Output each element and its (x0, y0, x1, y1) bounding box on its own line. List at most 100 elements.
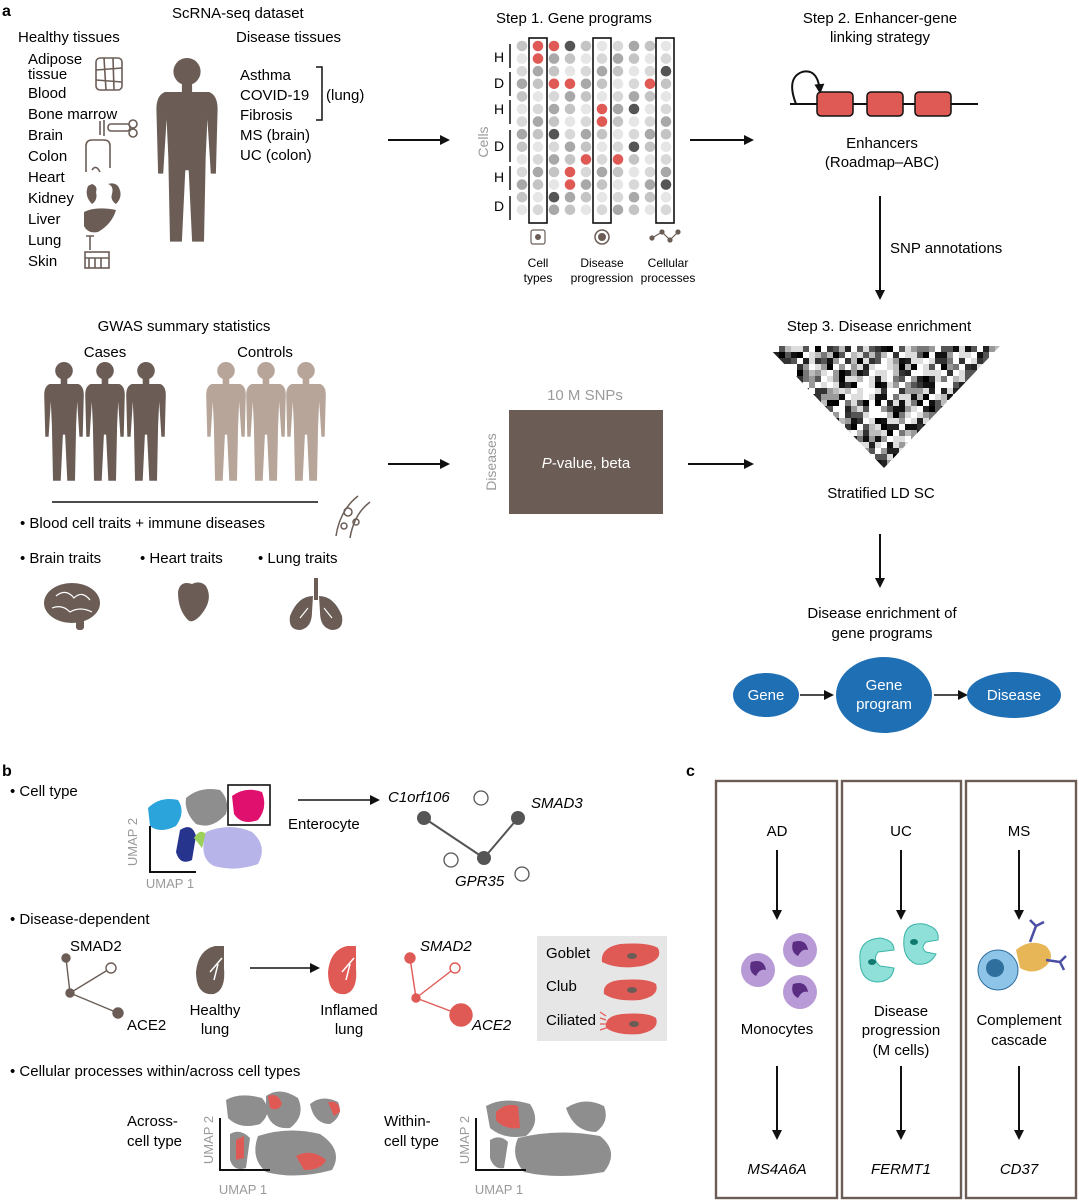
ldsc-label: Stratified LD SC (827, 485, 935, 502)
ld-cell (869, 448, 875, 454)
ld-cell (923, 358, 929, 364)
ld-cell (977, 418, 983, 424)
ld-cell (779, 472, 785, 478)
gene-program-dot (644, 78, 656, 90)
gene-program-dot (660, 103, 672, 115)
ld-cell (797, 406, 803, 412)
gene-program-dot (516, 65, 528, 77)
ld-cell (845, 370, 851, 376)
ld-cell (923, 370, 929, 376)
ld-cell (797, 430, 803, 436)
ld-cell (959, 430, 965, 436)
ld-cell (893, 358, 899, 364)
healthy-tissue: Blood (28, 85, 66, 102)
ld-cell (875, 352, 881, 358)
cell-type-icon (530, 229, 546, 245)
gene-program-dot (612, 154, 624, 165)
ld-cell (977, 478, 983, 484)
ld-cell (767, 460, 773, 466)
ld-cell (791, 418, 797, 424)
gene-program-dot (596, 65, 608, 77)
ld-cell (893, 424, 899, 430)
ld-cell (887, 346, 893, 352)
ld-cell (767, 400, 773, 406)
ld-cell (929, 394, 935, 400)
program-type-label: Disease (580, 256, 624, 270)
ld-cell (821, 454, 827, 460)
ld-cell (959, 478, 965, 484)
gene-program-dot (564, 154, 576, 165)
ld-cell (791, 478, 797, 484)
ld-cell (1001, 388, 1007, 394)
ld-cell (917, 442, 923, 448)
ld-cell (965, 418, 971, 424)
ld-cell (875, 436, 881, 442)
ld-cell (857, 358, 863, 364)
ld-cell (989, 460, 995, 466)
ld-cell (989, 382, 995, 388)
gene-program-dot (644, 103, 656, 115)
gwas-matrix (509, 410, 663, 514)
column-box-ad (714, 779, 839, 1200)
gene-program-dot (580, 141, 592, 153)
ld-cell (971, 460, 977, 466)
program-type-label: Cell (528, 256, 549, 270)
ld-cell (923, 382, 929, 388)
gene-program-dot (628, 191, 640, 203)
ld-cell (857, 370, 863, 376)
ld-cell (977, 484, 983, 490)
colon-icon (85, 139, 111, 173)
ld-cell (995, 448, 1000, 454)
step2-title-line2: linking strategy (830, 29, 931, 46)
ld-cell (791, 472, 797, 478)
ld-cell (989, 478, 995, 484)
ld-cell (779, 460, 785, 466)
ld-cell (995, 454, 1000, 460)
ld-cell (935, 352, 941, 358)
ld-cell (893, 394, 899, 400)
uc-gene: FERMT1 (871, 1161, 931, 1178)
ld-cell (1001, 400, 1007, 406)
ld-cell (773, 400, 779, 406)
ld-cell (923, 352, 929, 358)
umap2-label: UMAP 2 (457, 1116, 472, 1164)
ld-cell (815, 472, 821, 478)
ld-cell (983, 436, 989, 442)
ld-cell (935, 454, 941, 460)
ld-cell (833, 346, 839, 352)
ld-cell (911, 364, 917, 370)
ld-cell (881, 430, 887, 436)
disease-tissue: MS (brain) (240, 127, 310, 144)
ld-cell (947, 466, 953, 468)
ld-cell (983, 358, 989, 364)
ld-cell (929, 388, 935, 394)
ld-cell (989, 472, 995, 478)
ld-cell (935, 478, 941, 484)
ld-cell (965, 370, 971, 376)
ld-cell (869, 394, 875, 400)
ld-cell (911, 412, 917, 418)
ld-cell (971, 466, 977, 468)
ld-cell (815, 352, 821, 358)
ld-cell (953, 388, 959, 394)
ld-cell (833, 454, 839, 460)
disease-tissue: Fibrosis (240, 107, 293, 124)
ld-cell (917, 376, 923, 382)
ld-cell (977, 424, 983, 430)
healthy-tissue: Adipose (28, 51, 82, 68)
ld-cell (791, 460, 797, 466)
gene-program-dot (548, 116, 560, 127)
ld-cell (875, 466, 881, 468)
ld-cell (923, 406, 929, 412)
ld-cell (989, 346, 995, 352)
ld-cell (875, 364, 881, 370)
ld-cell (767, 418, 773, 424)
gene-program-dot (628, 103, 640, 115)
cases-label: Cases (84, 344, 127, 361)
ld-cell (821, 472, 827, 478)
umap-across (219, 1091, 340, 1176)
ld-cell (1001, 472, 1007, 478)
ld-cell (911, 418, 917, 424)
ld-cell (959, 418, 965, 424)
gene-program-dot (628, 65, 640, 77)
